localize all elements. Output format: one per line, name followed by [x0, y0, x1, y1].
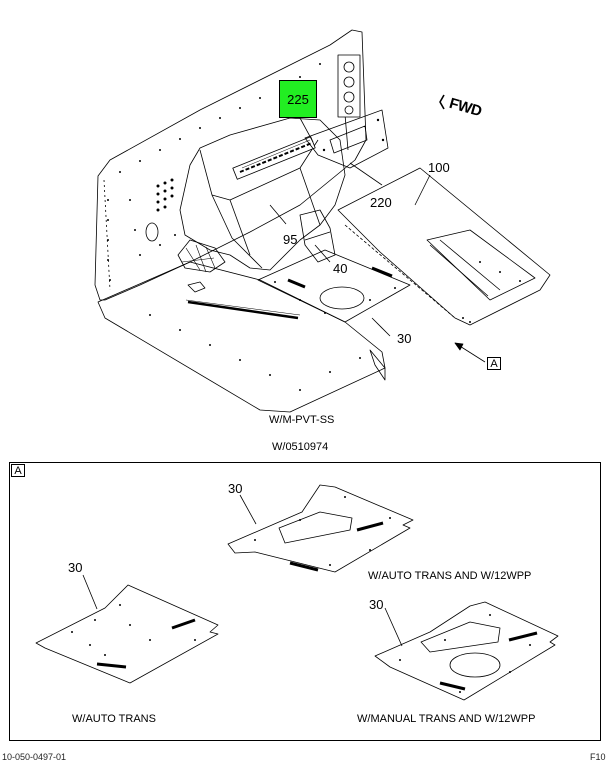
part-caption: W/0510974: [272, 441, 329, 453]
right-floor-section: [337, 167, 551, 326]
callout-100[interactable]: 100: [428, 160, 450, 175]
detail-callout-3[interactable]: 30: [369, 597, 384, 612]
cab-back-wall: [94, 29, 367, 301]
callout-220[interactable]: 220: [370, 195, 392, 210]
detail-plate-2: [35, 584, 219, 684]
left-floor-plate: [97, 261, 386, 413]
detail-view-tag: A: [11, 464, 25, 477]
detail-callout-2[interactable]: 30: [68, 560, 83, 575]
engine-tunnel: [179, 117, 346, 271]
callout-225-highlight[interactable]: 225: [279, 80, 317, 118]
callout-30[interactable]: 30: [397, 331, 412, 346]
callout-40[interactable]: 40: [333, 261, 348, 276]
detail-caption-1: W/AUTO TRANS AND W/12WPP: [368, 570, 532, 582]
callout-95[interactable]: 95: [283, 232, 298, 247]
detail-caption-2: W/AUTO TRANS: [72, 713, 156, 725]
footer-sheet-code: F10: [590, 752, 606, 762]
callout-225: 225: [287, 92, 309, 107]
view-a-reference[interactable]: A: [487, 357, 501, 370]
seat-bracket: [299, 209, 336, 263]
detail-plate-3: [374, 601, 559, 701]
detail-caption-3: W/MANUAL TRANS AND W/12WPP: [357, 713, 536, 725]
detail-callout-1[interactable]: 30: [228, 481, 243, 496]
model-caption: W/M-PVT-SS: [269, 414, 335, 426]
detail-plate-1: [227, 484, 414, 573]
footer-drawing-number: 10-050-0497-01: [2, 752, 67, 762]
detail-view-a: [9, 462, 601, 741]
bracket-panel: [304, 109, 389, 169]
